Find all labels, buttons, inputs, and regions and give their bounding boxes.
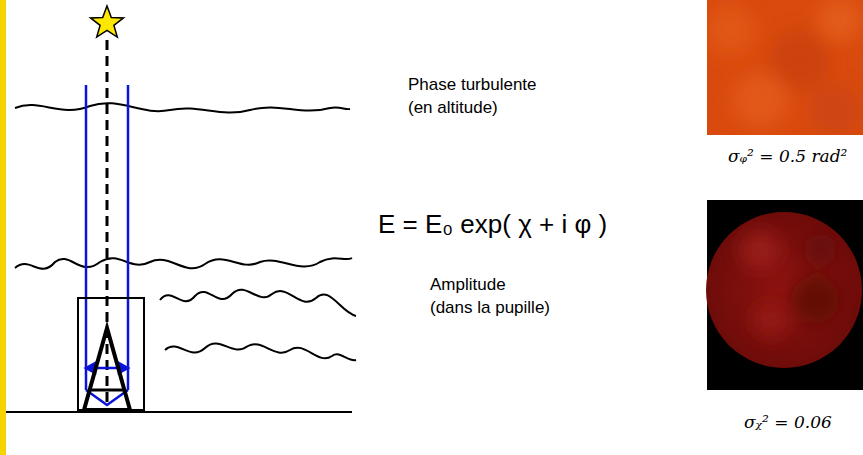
optical-axis [106,40,109,410]
label: (dans la pupille) [430,298,550,318]
amplitude-texture [740,230,839,338]
side-bar [0,0,6,455]
dome [78,298,144,410]
ground [6,411,352,413]
label: Amplitude [430,275,506,295]
variance-value: σᵩ² = 0.5 rad² [728,146,847,166]
label: (en altitude) [408,98,498,118]
amplitude-ground [707,200,863,390]
telescope [84,328,130,410]
variance-value: σᵪ² = 0.06 [744,412,832,432]
turbulent-layers [15,103,356,360]
telescope-strut [88,389,126,392]
phase-map [707,0,863,135]
star [91,6,124,37]
field-equation: E = E₀ exp( χ + i φ ) [378,209,607,240]
light-beam [86,85,128,405]
label: Phase turbulente [408,75,537,95]
pupil-amplitude [706,212,862,368]
